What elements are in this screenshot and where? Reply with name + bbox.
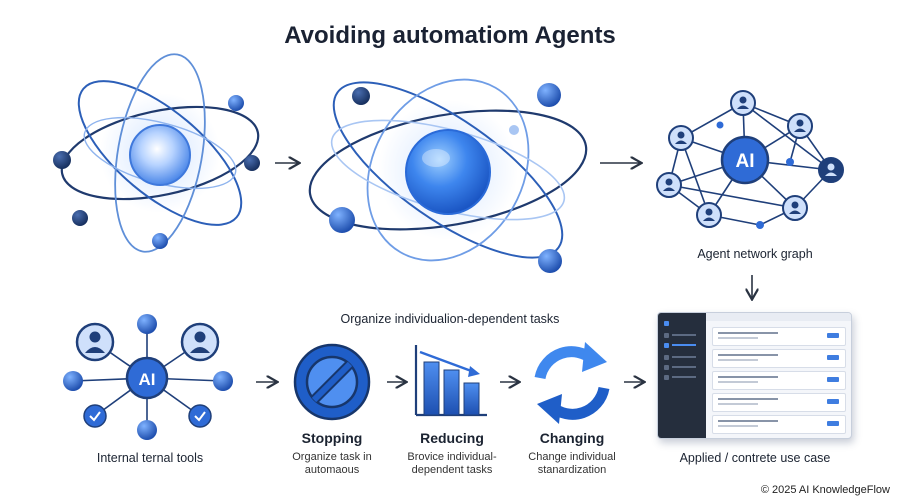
internal-tools-label: Internal ternal tools — [96, 451, 204, 465]
app-sidebar — [658, 313, 706, 438]
app-window-screenshot — [657, 312, 852, 439]
internal-tools-icon: AI — [63, 314, 233, 440]
step-changing-title: Changing — [539, 430, 605, 446]
app-topbar — [706, 313, 851, 321]
step-stopping-title: Stopping — [301, 430, 363, 446]
atom-center-icon — [308, 78, 588, 273]
page-title: Avoiding automatiom Agents — [284, 22, 616, 49]
step-changing-desc: Change individual stanardization — [528, 451, 616, 476]
ai-hub-bottom-icon — [125, 356, 169, 400]
organize-label: Organize individualion-dependent tasks — [340, 312, 560, 326]
step-reducing-title: Reducing — [420, 430, 484, 446]
person-icon-left — [75, 322, 115, 362]
ai-hub-top-text: AI — [736, 151, 755, 172]
applied-label: Applied / contrete use case — [679, 451, 831, 465]
person-node-icons — [656, 90, 844, 228]
reduce-chart-icon — [414, 345, 487, 417]
ai-hub-top-icon — [720, 135, 770, 185]
app-list-row — [712, 349, 846, 368]
agent-network-icon: AI — [656, 90, 844, 229]
app-list-row — [712, 415, 846, 434]
atom-left-icon — [53, 53, 260, 253]
step-reducing-desc: Brovice individual- dependent tasks — [407, 451, 497, 476]
cycle-arrows-icon — [534, 342, 610, 424]
ai-hub-bottom-text: AI — [139, 370, 156, 389]
app-list-row — [712, 371, 846, 390]
footer-copyright: © 2025 AI KnowledgeFlow — [760, 484, 890, 496]
check-icon-left — [83, 404, 107, 428]
agent-network-label: Agent network graph — [697, 247, 813, 261]
app-list-row — [712, 327, 846, 346]
app-list-row — [712, 393, 846, 412]
check-icon-right — [188, 404, 212, 428]
step-stopping-desc: Organize task in automaous — [292, 451, 372, 476]
person-icon-right — [180, 322, 220, 362]
stop-icon — [293, 343, 371, 421]
